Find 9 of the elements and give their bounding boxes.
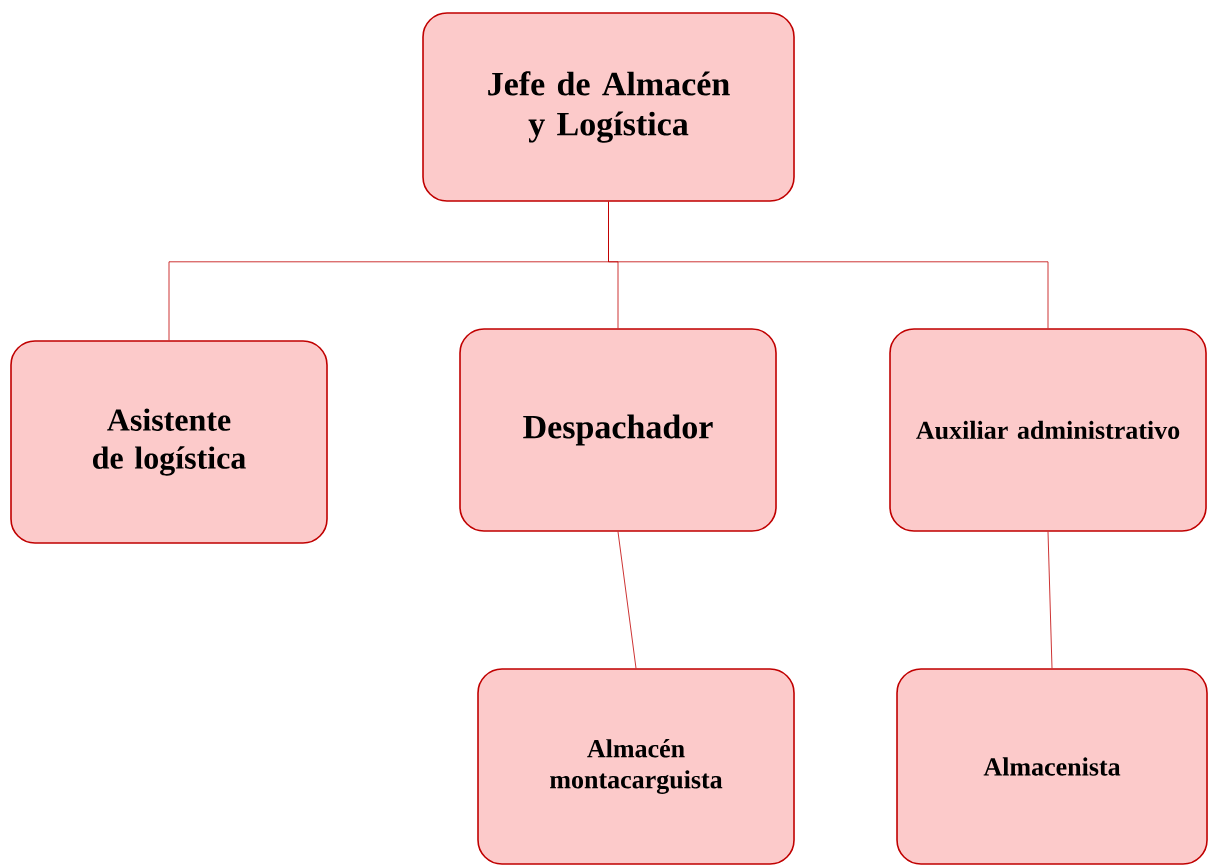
org-box: Asistente de logística [10, 340, 328, 544]
org-box: Despachador [459, 328, 777, 532]
org-box: Almacenista [896, 668, 1208, 865]
org-box: Auxiliar administrativo [889, 328, 1207, 532]
org-box: Jefe de Almacén y Logística [422, 12, 795, 202]
connector-line [608, 201, 1049, 329]
org-box: Almacén montacarguista [477, 668, 795, 865]
connector-line [617, 531, 637, 669]
connector-line [1047, 531, 1053, 669]
